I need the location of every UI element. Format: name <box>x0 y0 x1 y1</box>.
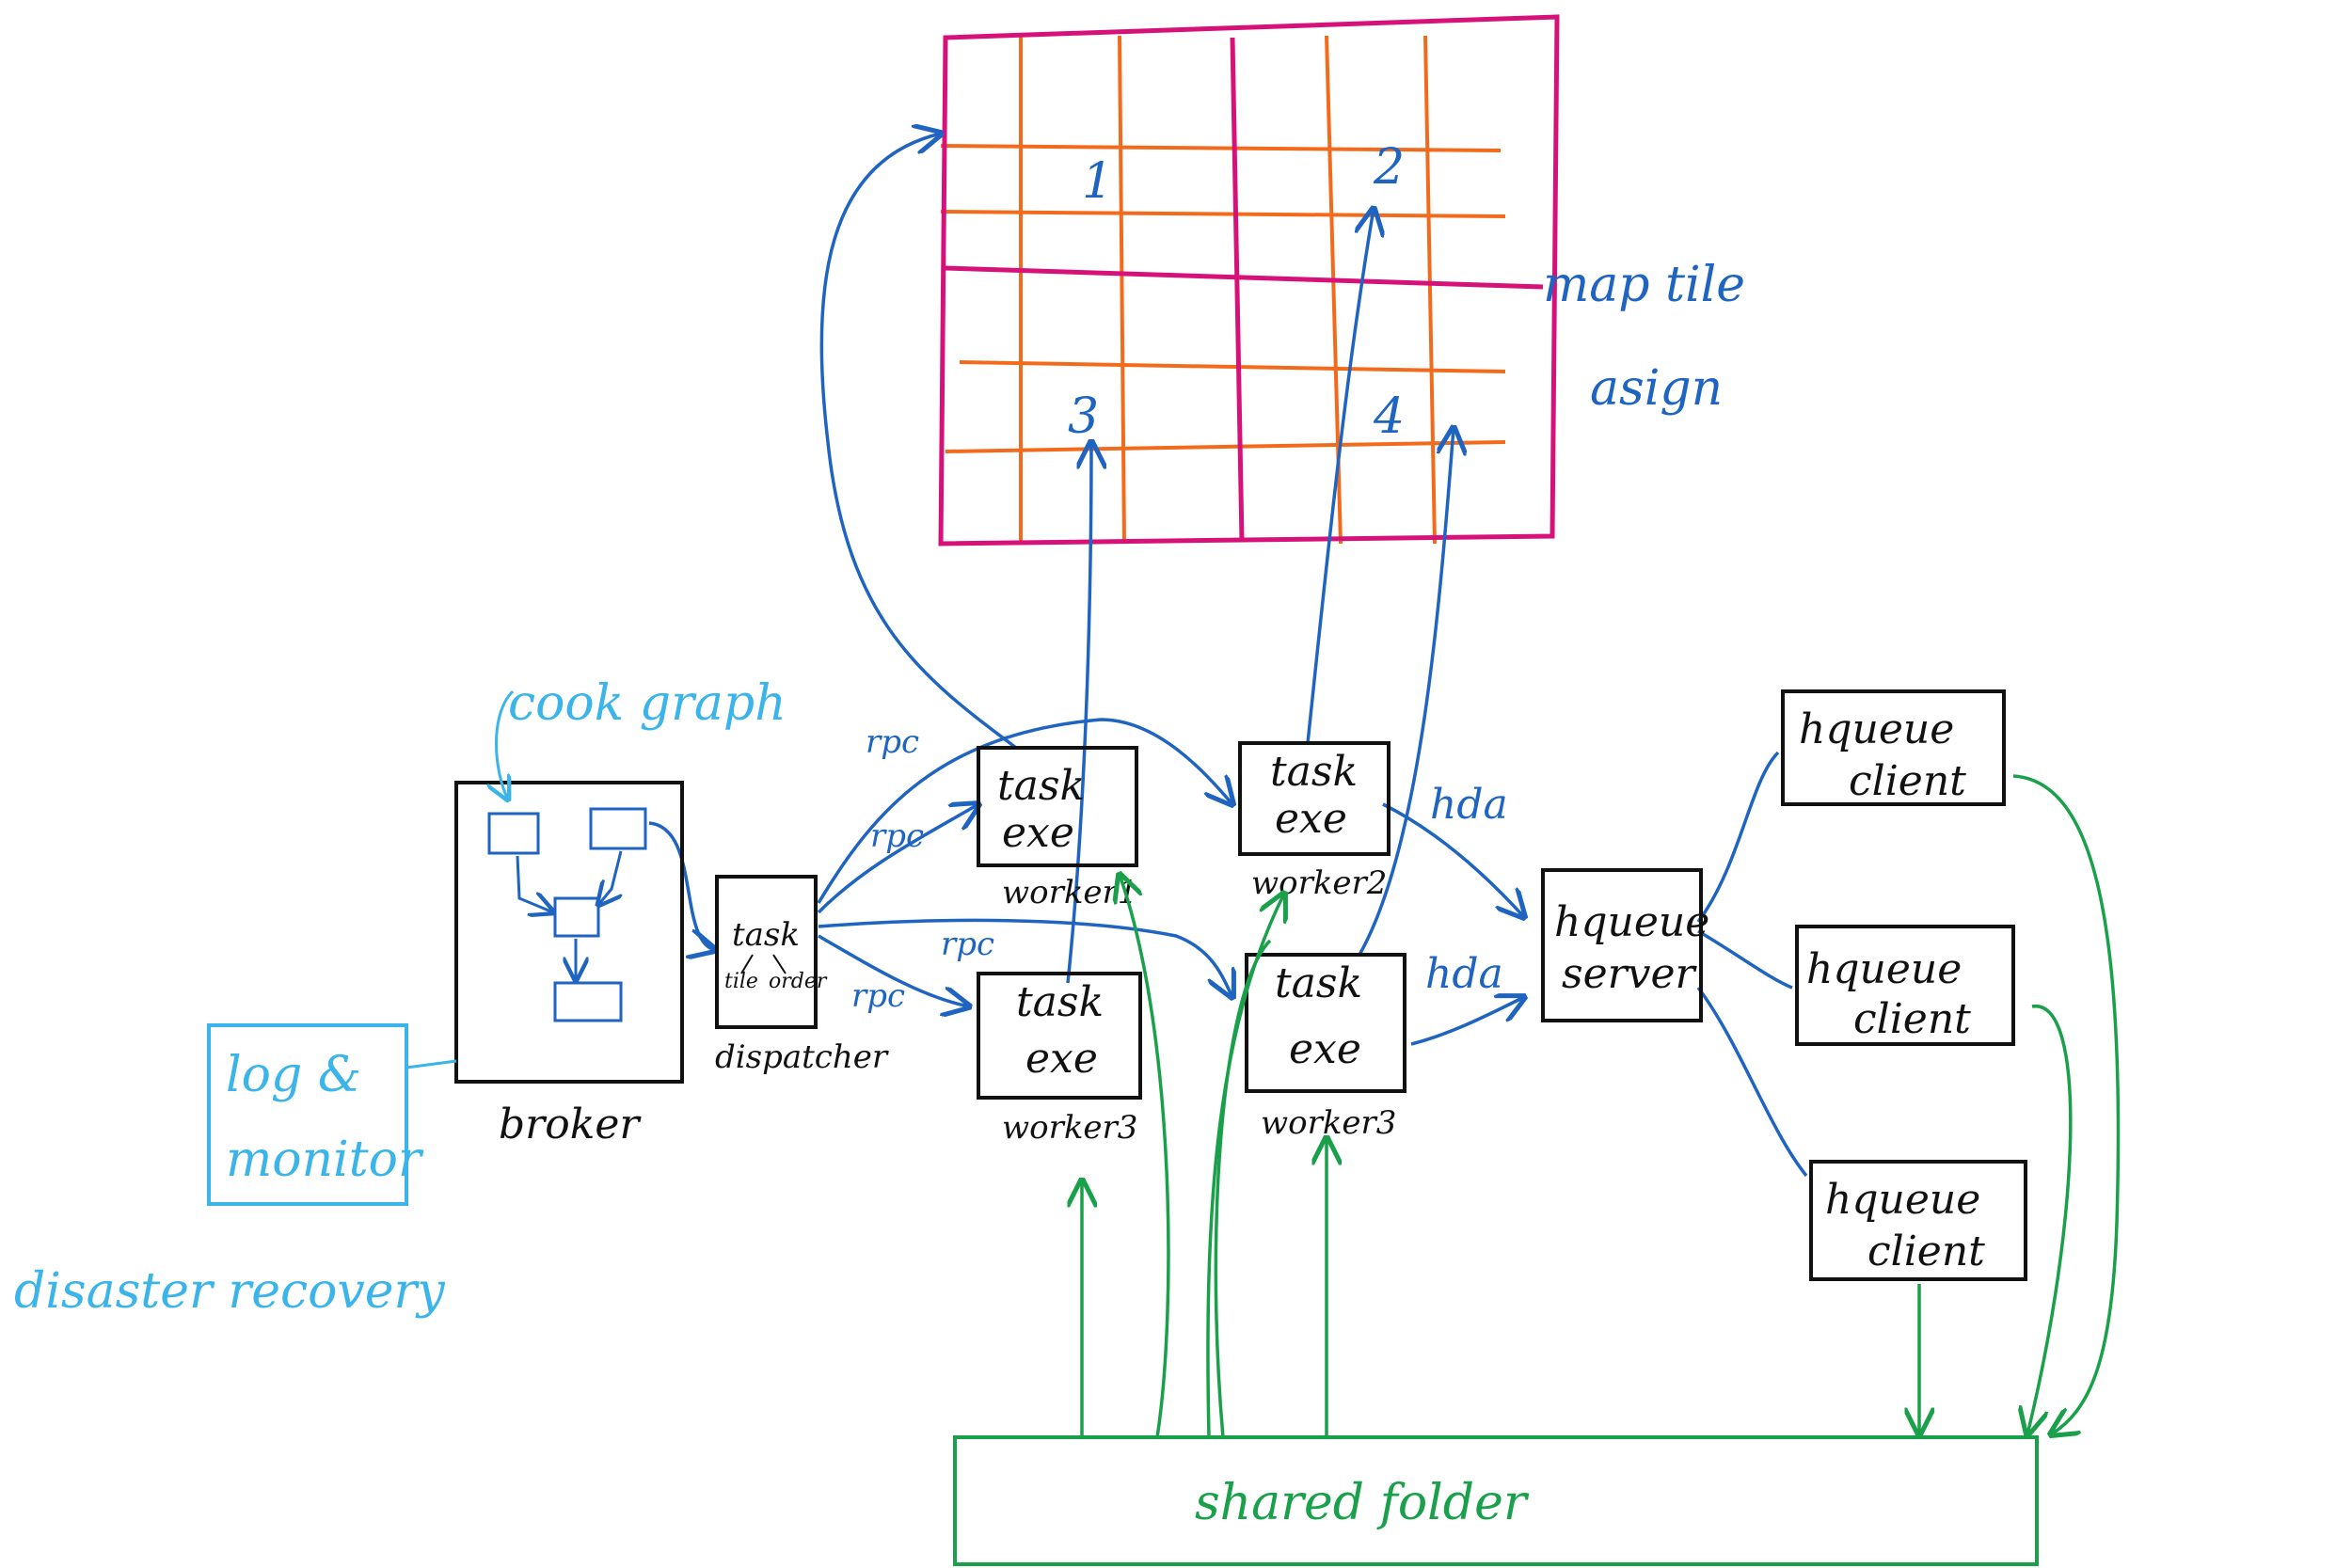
tile-number-3: 3 <box>1068 388 1099 445</box>
cook-graph-pointer <box>497 689 515 800</box>
hqueue-client-2-line2: client <box>1853 995 1971 1043</box>
server-to-client1-line <box>1696 751 1780 924</box>
server-to-client2-line <box>1697 929 1793 990</box>
worker-2: task exe worker2 <box>1238 741 1391 902</box>
worker-2-label: worker2 <box>1251 864 1387 902</box>
map-tile-grid: 1 2 3 4 map tile asign <box>938 14 1745 546</box>
cook-graph-nodes <box>487 807 647 1022</box>
hqueue-client-2-line1: hqueue <box>1806 945 1962 993</box>
worker-1: task exe worker1 <box>977 746 1138 911</box>
worker-2-line1: task <box>1270 748 1358 796</box>
worker-3: task exe worker3 <box>977 972 1142 1147</box>
hda-label-1: hda <box>1430 781 1508 829</box>
cook-graph-label: cook graph <box>508 675 787 732</box>
shared-folder-node: shared folder <box>953 1435 2039 1566</box>
shared-folder-connectors <box>1082 774 2121 1437</box>
server-to-client3-line <box>1696 986 1808 1178</box>
hqueue-server-line2: server <box>1562 950 1698 998</box>
tile-number-4: 4 <box>1373 388 1405 445</box>
minor-grid-lines <box>940 35 1506 545</box>
major-grid-lines <box>938 14 1560 546</box>
log-monitor-line2: monitor <box>226 1132 424 1188</box>
rpc-label-2: rpc <box>870 817 924 855</box>
broker-label: broker <box>499 1101 642 1148</box>
worker3-to-tile3-arrow <box>1066 442 1091 984</box>
map-tile-label-line1: map tile <box>1543 257 1745 313</box>
hda-label-2: hda <box>1425 950 1503 998</box>
rpc-arrow-worker1 <box>817 804 978 914</box>
worker-3-line2: exe <box>1025 1035 1098 1083</box>
hqueue-client-3: hqueue client <box>1809 1160 2027 1281</box>
rpc-label-4: rpc <box>851 977 905 1015</box>
rpc-arrow-worker2 <box>817 718 1232 904</box>
map-tile-label-line2: asign <box>1590 360 1723 417</box>
dispatcher-label: dispatcher <box>715 1038 889 1076</box>
hqueue-client-3-line2: client <box>1867 1227 1985 1275</box>
task-connectors <box>648 134 1808 1178</box>
rpc-arrow-worker4 <box>818 918 1232 997</box>
dispatcher-inner-title: task <box>732 916 800 954</box>
worker-4-line2: exe <box>1289 1025 1361 1073</box>
dispatcher-inner-right: order <box>769 970 828 993</box>
rpc-label-3: rpc <box>941 926 994 963</box>
worker-4-line1: task <box>1275 959 1362 1007</box>
dispatcher-inner-left: tile <box>724 970 758 993</box>
broker-to-dispatcher-arrow <box>648 821 715 950</box>
worker-3-label: worker3 <box>1002 1109 1137 1147</box>
worker-1-line2: exe <box>1002 809 1074 857</box>
broker-node: broker <box>454 781 684 1148</box>
rpc-arrow-worker3 <box>818 934 969 1006</box>
log-monitor-line1: log & <box>226 1047 361 1103</box>
worker1-to-tile1-arrow <box>819 134 1018 750</box>
hqueue-server-line1: hqueue <box>1554 898 1709 946</box>
dispatcher-box <box>715 875 818 1029</box>
hqueue-client-1-line2: client <box>1849 757 1966 805</box>
hqueue-client-3-line1: hqueue <box>1825 1176 1980 1224</box>
worker-3-line1: task <box>1016 978 1104 1026</box>
hqueue-client-1-line1: hqueue <box>1799 705 1954 753</box>
worker-1-line1: task <box>997 762 1085 810</box>
worker2-to-tile2-arrow <box>1306 209 1374 744</box>
log-monitor-node: log & monitor disaster recovery <box>14 1023 457 1320</box>
hda-arrow-worker2 <box>1382 802 1524 917</box>
worker-4-label: worker3 <box>1261 1104 1396 1142</box>
hqueue-client-2: hqueue client <box>1795 925 2015 1046</box>
dispatcher-node: task tile order dispatcher <box>715 875 889 1076</box>
worker4-to-tile4-arrow <box>1358 428 1454 956</box>
disaster-recovery-label: disaster recovery <box>14 1263 445 1320</box>
hqueue-client-1: hqueue client <box>1781 689 2006 806</box>
tile-number-1: 1 <box>1082 153 1113 210</box>
hqueue-server-node: hqueue server <box>1541 868 1709 1022</box>
tile-number-2: 2 <box>1373 139 1405 196</box>
broker-box <box>454 781 684 1084</box>
worker-2-line2: exe <box>1275 795 1347 843</box>
worker-1-label: worker1 <box>1002 874 1137 911</box>
shared-folder-label: shared folder <box>1195 1475 1530 1531</box>
worker-4: task exe worker3 <box>1245 953 1406 1142</box>
hda-arrow-worker4 <box>1410 997 1524 1046</box>
rpc-label-1: rpc <box>866 723 919 761</box>
